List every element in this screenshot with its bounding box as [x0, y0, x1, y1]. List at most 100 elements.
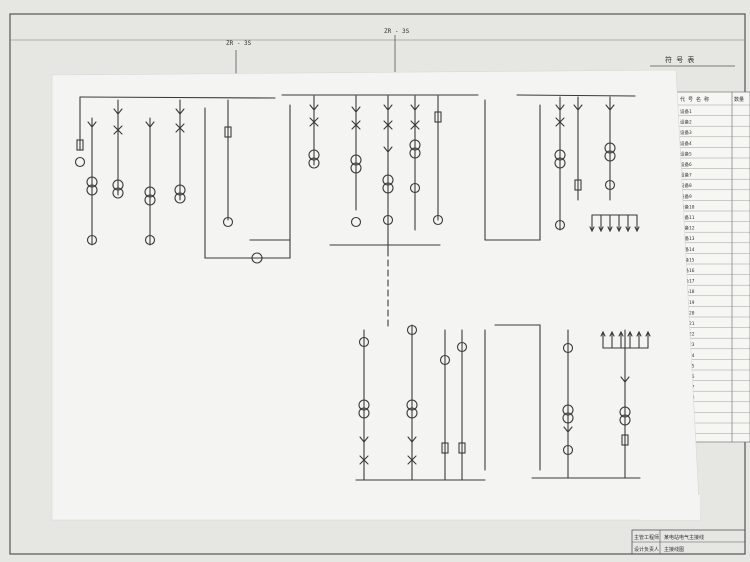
transformer-winding: [554, 157, 566, 169]
outgoing-arrow: [607, 226, 613, 233]
plug-symbol: [145, 121, 155, 128]
plug-symbol: [113, 108, 123, 115]
feeder-symbols: [74, 95, 651, 481]
plug-symbol: [351, 106, 361, 113]
plug-symbol: [563, 426, 573, 433]
table-row: 设备5: [680, 150, 692, 157]
ct-symbol: [350, 216, 362, 228]
transformer-winding: [174, 192, 186, 204]
table-row: 设备11: [680, 214, 695, 221]
breaker-symbol: [113, 125, 123, 135]
outgoing-arrow: [625, 226, 631, 233]
title-block-label-2: 设计负责人: [634, 546, 659, 553]
fuse-symbol: [458, 442, 466, 454]
pt-symbol-loop: [251, 252, 263, 264]
plug-symbol: [383, 146, 393, 153]
legend-title: 符 号 表: [665, 55, 694, 64]
transformer-winding: [382, 174, 394, 186]
breaker-symbol: [309, 117, 319, 127]
ct-symbol: [74, 156, 86, 168]
table-row: 设备10: [680, 203, 695, 210]
table-row: 设备15: [680, 256, 695, 263]
outgoing-arrow: [616, 226, 622, 233]
ct-symbol: [382, 214, 394, 226]
ct-symbol: [358, 336, 370, 348]
plug-symbol: [87, 121, 97, 128]
breaker-symbol: [407, 455, 417, 465]
fuse-symbol: [441, 442, 449, 454]
plug-symbol: [359, 436, 369, 443]
top-ref-1: ZR - 3S: [226, 40, 252, 47]
plug-symbol: [620, 376, 630, 383]
outgoing-arrow: [636, 330, 642, 337]
feeder-loop-bottom: [494, 324, 541, 471]
table-row: 设备4: [680, 140, 692, 147]
transformer-winding: [86, 184, 98, 196]
plug-symbol: [410, 104, 420, 111]
transformer-winding: [144, 186, 156, 198]
top-ref-2: ZR - 3S: [384, 28, 410, 35]
plug-symbol: [407, 436, 417, 443]
feeder-loop-right: [484, 99, 541, 241]
transformer-winding: [144, 194, 156, 206]
table-row: 设备9: [680, 193, 692, 200]
table-row: 设备13: [680, 235, 695, 242]
transformer-winding: [409, 139, 421, 151]
feeder-loop-left: [204, 104, 291, 259]
table-header-name: 代 号 名 称: [680, 96, 709, 103]
breaker-symbol: [555, 117, 565, 127]
fuse-symbol: [434, 111, 442, 123]
outgoing-arrow: [598, 226, 604, 233]
transformer-winding: [562, 412, 574, 424]
plug-symbol: [555, 104, 565, 111]
plug-symbol: [309, 104, 319, 111]
plug-symbol: [175, 108, 185, 115]
ct-symbol: [432, 214, 444, 226]
transformer-winding: [358, 399, 370, 411]
outgoing-arrow: [600, 330, 606, 337]
transformer-winding: [409, 147, 421, 159]
breaker-symbol: [410, 120, 420, 130]
paper-corner: [640, 495, 700, 520]
transformer-winding: [562, 404, 574, 416]
ct-symbol: [554, 219, 566, 231]
title-block-label-1: 主管工程师: [634, 534, 659, 541]
busbar-top-left: [79, 96, 276, 99]
transformer-winding: [308, 149, 320, 161]
plug-symbol: [605, 104, 615, 111]
transformer-winding: [350, 154, 362, 166]
outgoing-arrow: [627, 330, 633, 337]
ct-symbol: [409, 182, 421, 194]
transformer-winding: [350, 162, 362, 174]
transformer-winding: [554, 149, 566, 161]
ct-symbol: [222, 216, 234, 228]
title-text-2: 主接线图: [664, 546, 684, 553]
paper-sheet: [51, 69, 701, 521]
transformer-winding: [174, 184, 186, 196]
outgoing-arrow: [618, 330, 624, 337]
transformer-winding: [406, 407, 418, 419]
table-row: 设备8: [680, 182, 692, 189]
transformer-winding: [604, 150, 616, 162]
ct-symbol: [604, 179, 616, 191]
title-text-1: 某电站电气主接线: [664, 534, 704, 541]
breaker-symbol: [351, 120, 361, 130]
breaker-symbol: [383, 120, 393, 130]
ct-symbol: [562, 342, 574, 354]
busbar-top-right: [516, 94, 636, 97]
table-row: 设备6: [680, 161, 692, 168]
outgoing-arrow: [634, 226, 640, 233]
ct-symbol: [456, 341, 468, 353]
fuse-symbol: [224, 126, 232, 138]
transformer-winding: [86, 176, 98, 188]
outgoing-arrow: [589, 226, 595, 233]
ct-symbol: [562, 444, 574, 456]
transformer-winding: [604, 142, 616, 154]
ct-symbol: [406, 324, 418, 336]
breaker-symbol: [359, 455, 369, 465]
hand-drawn-sheet: [51, 69, 701, 521]
ct-symbol: [439, 354, 451, 366]
fuse-symbol: [76, 139, 84, 151]
table-row: 设备3: [680, 129, 692, 136]
